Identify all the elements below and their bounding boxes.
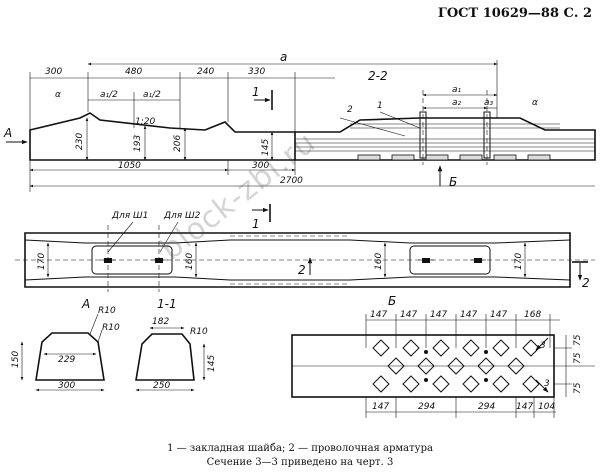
leader-w1 — [107, 221, 134, 253]
view-b-top-dim: 147 — [490, 310, 507, 320]
view-b-side-dim: 75 — [573, 334, 583, 346]
view-a-r10-top: R10 — [98, 306, 116, 316]
section-3-label-top: 3 — [540, 341, 546, 351]
plan-dim-170-left: 170 — [37, 253, 47, 270]
caption-legend: 1 — закладная шайба; 2 — проволочная арм… — [167, 443, 433, 454]
view-a-title: А — [81, 297, 90, 311]
section-22-labels: 2-2 a₁ a₂ a₃ α 2 1 Б — [339, 69, 538, 189]
dim-300-bottom: 300 — [252, 161, 269, 171]
slope-label: 1:20 — [135, 117, 155, 127]
callout-leader-1 — [379, 111, 421, 129]
washer-w1-icon — [418, 258, 434, 263]
view-b-top-dim: 147 — [460, 310, 477, 320]
view-a-inner-width: 229 — [58, 355, 75, 365]
dim-300-top: 300 — [45, 67, 62, 77]
label-for-w1: Для Ш1 — [111, 211, 148, 221]
side-view: 300 480 240 330 a a₁/2 a₁/2 1:20 α 230 1… — [3, 50, 596, 192]
callout-1: 1 — [377, 101, 383, 111]
view-b-bottom-dim: 294 — [418, 402, 435, 412]
callout-2: 2 — [347, 105, 353, 115]
view-b-side-dim: 75 — [573, 352, 583, 364]
alpha-left: α — [55, 90, 61, 100]
section-11: 1-1 182 R10 145 250 — [135, 297, 217, 392]
view-b-top-dim: 147 — [430, 310, 447, 320]
height-193: 193 — [133, 135, 143, 152]
plan-dim-160-right: 160 — [374, 253, 384, 270]
plan-bottom-surface — [24, 276, 571, 281]
caption-note: Сечение 3—3 приведено на черт. 3 — [206, 457, 394, 468]
plan-top-surface — [24, 239, 571, 244]
section-arrow-3-bottom-icon — [535, 379, 549, 393]
recess-pad — [357, 154, 381, 161]
leader-r10-top — [89, 313, 99, 335]
dim-240: 240 — [197, 67, 214, 77]
section-11-title: 1-1 — [157, 297, 177, 311]
washer-w2-icon — [470, 258, 486, 263]
view-b-title: Б — [388, 294, 396, 308]
section-mark-1-label: 1 — [252, 85, 260, 99]
plan-dim-170-right: 170 — [514, 253, 524, 270]
height-206: 206 — [173, 135, 183, 152]
view-b-bottom-dim: 147 — [372, 402, 389, 412]
view-a-r10-mid: R10 — [102, 323, 120, 333]
plan-view: Для Ш1 Для Ш2 170 160 160 170 1 2 2 — [15, 204, 595, 292]
view-b-bottom-dim: 147 — [516, 402, 533, 412]
view-b-top-dim: 147 — [400, 310, 417, 320]
dim-a1-label: a₁ — [452, 85, 462, 95]
section-11-outline — [135, 333, 195, 381]
view-b-bottom-dim: 104 — [538, 402, 555, 412]
view-b-side-dim: 75 — [573, 382, 583, 394]
dim-2700: 2700 — [280, 176, 303, 186]
plan-outline — [24, 232, 571, 288]
section-22-title: 2-2 — [368, 69, 388, 83]
view-b-top-dim: 168 — [524, 310, 541, 320]
recess-pad — [391, 154, 415, 161]
height-230: 230 — [75, 133, 85, 150]
view-arrow-a-label: А — [3, 126, 12, 140]
view-a-base: 300 — [58, 381, 75, 391]
view-a-height: 150 — [11, 351, 21, 368]
dim-1050: 1050 — [118, 161, 141, 171]
side-profile-outline — [29, 112, 296, 161]
dim-a1-half-left: a₁/2 — [100, 90, 118, 100]
section-mark-1b-label: 1 — [252, 217, 260, 231]
dim-330: 330 — [248, 67, 265, 77]
recess-pad — [527, 154, 551, 161]
section-11-r10: R10 — [190, 327, 208, 337]
alpha-right: α — [532, 98, 538, 108]
section-mark-2b-label: 2 — [582, 276, 590, 290]
page-header: ГОСТ 10629—88 С. 2 — [437, 6, 592, 21]
view-b-top-dim: 147 — [370, 310, 387, 320]
dim-a3-label: a₃ — [484, 98, 494, 108]
view-a-outline — [35, 332, 105, 381]
dim-a2-label: a₂ — [452, 98, 462, 108]
leader-r10-mid — [97, 329, 103, 343]
rebar-recess-pattern — [372, 339, 540, 393]
dim-a-label: a — [280, 50, 287, 64]
leader-w2 — [159, 221, 179, 253]
dim-480: 480 — [125, 67, 142, 77]
height-145: 145 — [261, 139, 271, 156]
plan-dim-160-left: 160 — [185, 253, 195, 270]
view-b: Б 147 147 147 147 147 168 — [291, 294, 595, 418]
recess-pad — [425, 154, 449, 161]
view-a: А 229 R10 R10 150 300 — [11, 297, 120, 392]
view-arrow-b-label: Б — [449, 175, 457, 189]
section-mark-2-label: 2 — [298, 263, 306, 277]
view-b-bottom-dim: 294 — [478, 402, 495, 412]
dim-a1-half-right: a₁/2 — [143, 90, 161, 100]
section-11-top-width: 182 — [152, 317, 169, 327]
callout-leader-2 — [339, 117, 406, 137]
section-22-outline — [295, 117, 596, 161]
section-11-base: 250 — [153, 381, 170, 391]
section-11-height: 145 — [207, 355, 217, 372]
recess-pad — [459, 154, 483, 161]
section-3-label-bottom: 3 — [544, 379, 550, 389]
section-arrow-3-top-icon — [535, 337, 549, 351]
label-for-w2: Для Ш2 — [163, 211, 201, 221]
recess-pad — [493, 154, 517, 161]
